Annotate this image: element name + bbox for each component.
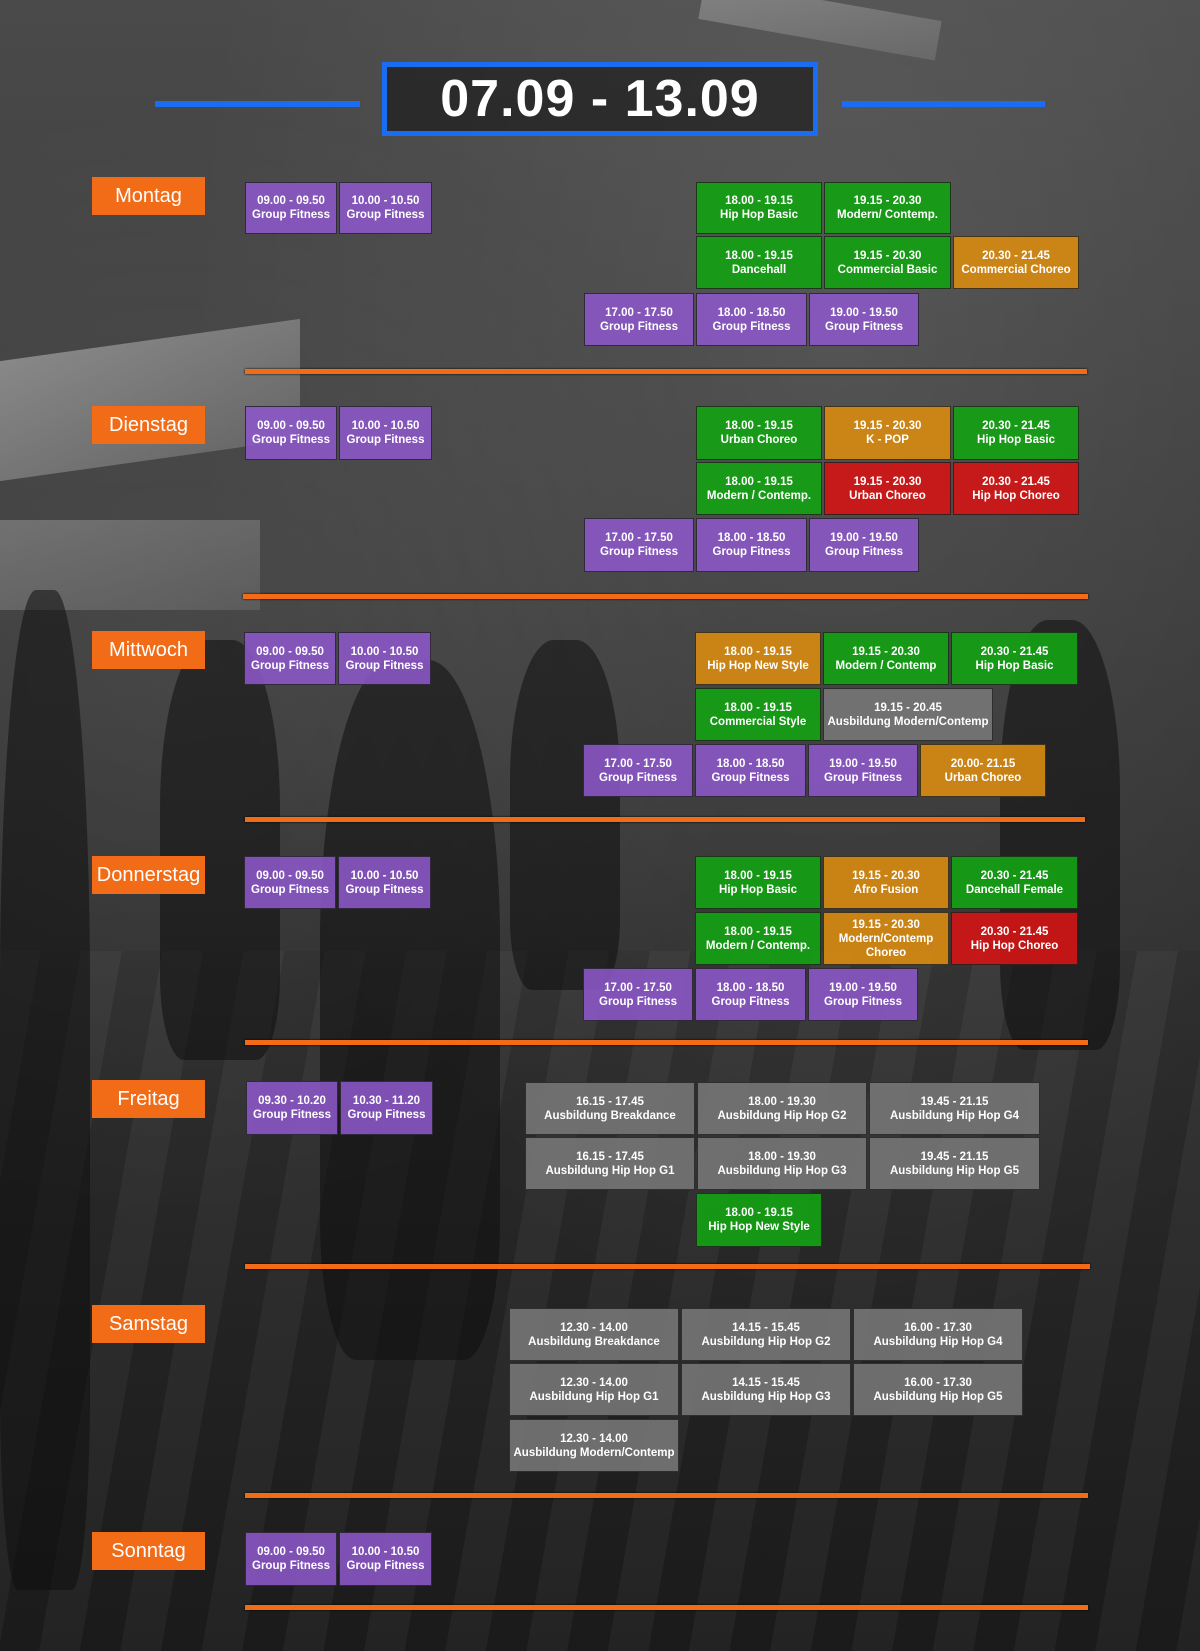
day-label-mittwoch: Mittwoch [92,631,205,669]
background-dancer [0,590,90,1590]
background-dancer [320,660,500,1360]
day-separator [243,594,1088,599]
title-line-right [842,101,1045,107]
day-label-freitag: Freitag [92,1080,205,1118]
day-label-sonntag: Sonntag [92,1532,205,1570]
day-label-dienstag: Dienstag [92,406,205,444]
day-separator [245,1605,1088,1610]
day-separator [245,1264,1090,1269]
day-label-samstag: Samstag [92,1305,205,1343]
day-separator [245,817,1085,822]
background-dancer [1000,620,1120,1050]
day-separator [245,369,1087,374]
week-title: 07.09 - 13.09 [440,70,760,128]
week-title-box: 07.09 - 13.09 [382,62,818,136]
day-label-donnerstag: Donnerstag [92,856,205,894]
day-separator [245,1493,1088,1498]
day-separator [245,1040,1088,1045]
background-dancer [160,640,280,1060]
day-label-montag: Montag [92,177,205,215]
background-ceiling-light [698,0,942,61]
background-dancer [510,640,620,990]
title-line-left [155,101,360,107]
